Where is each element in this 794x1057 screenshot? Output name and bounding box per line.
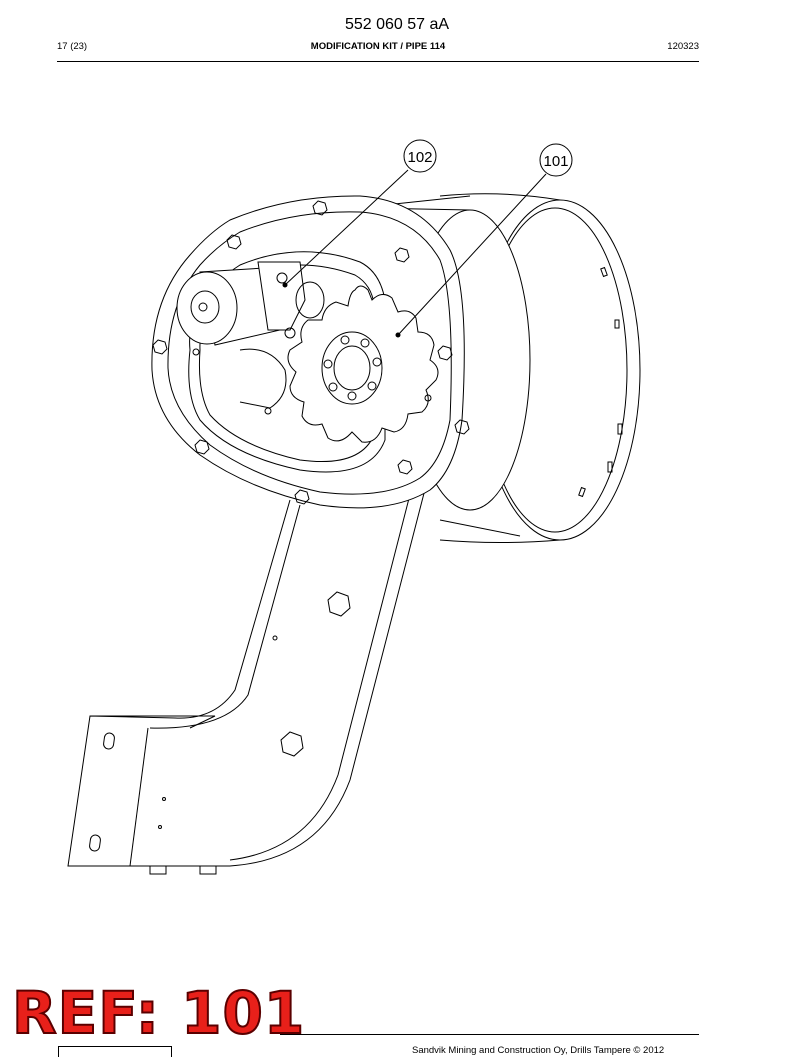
document-title: MODIFICATION KIT / PIPE 114	[310, 41, 446, 52]
callout-101: 101	[539, 143, 573, 177]
callout-label: 102	[407, 149, 432, 166]
reference-stamp: REF: 101	[11, 979, 306, 1047]
footer-rule	[280, 1034, 699, 1035]
header-rule	[57, 61, 699, 62]
document-date: 120323	[667, 41, 699, 52]
page-header: 17 (23) MODIFICATION KIT / PIPE 114 1203…	[57, 41, 699, 55]
mounting-arm	[67, 469, 431, 875]
page-count: 17 (23)	[57, 41, 88, 52]
technical-drawing: 102 101	[67, 139, 641, 875]
sprocket	[287, 285, 439, 443]
copyright-text: Sandvik Mining and Construction Oy, Dril…	[412, 1045, 665, 1056]
document-number: 552 060 57 aA	[344, 16, 450, 33]
motor	[176, 261, 325, 415]
company-logo	[58, 1046, 172, 1057]
callout-102: 102	[403, 139, 437, 173]
callout-label: 101	[543, 153, 568, 170]
